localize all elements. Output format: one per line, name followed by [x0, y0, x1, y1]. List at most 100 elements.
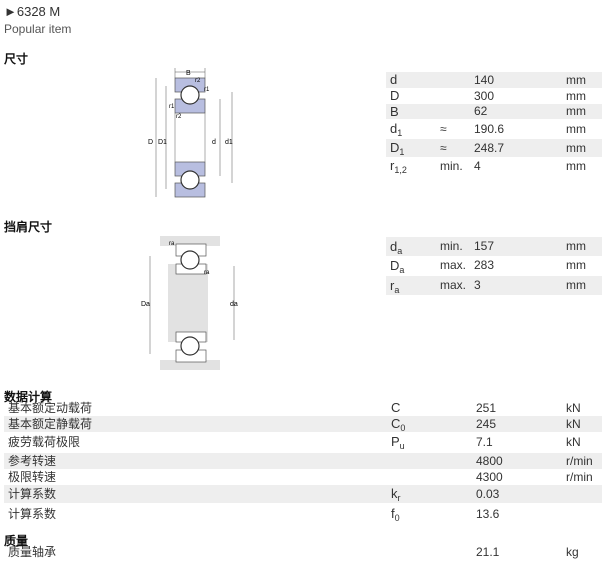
label-B: B	[186, 70, 191, 77]
symbol: D1	[390, 139, 404, 157]
dimensions-heading: 尺寸	[4, 52, 29, 66]
calc-heading: 数据计算	[4, 390, 53, 404]
symbol-base: D	[390, 140, 400, 155]
symbol-subscript: a	[399, 265, 405, 275]
label-r1-top: r1	[204, 87, 210, 93]
qualifier: max.	[440, 258, 467, 272]
qualifier: max.	[440, 278, 467, 292]
mass-heading: 质量	[4, 534, 29, 548]
dimension-row: B 62 mm	[386, 104, 602, 119]
abutment-row: da min. 157 mm	[386, 237, 602, 256]
symbol: r1,2	[390, 157, 407, 175]
unit: mm	[566, 239, 586, 253]
symbol-subscript: r	[397, 493, 401, 503]
unit: r/min	[566, 454, 593, 468]
unit: mm	[566, 104, 586, 118]
value: 7.1	[476, 435, 493, 449]
value: 62	[474, 104, 488, 118]
mass-label: 质量轴承	[8, 545, 57, 559]
calc-row: 极限转速 4300 r/min	[4, 469, 602, 485]
unit: kN	[566, 417, 581, 431]
symbol: f0	[391, 504, 400, 524]
symbol-subscript: 1	[397, 128, 403, 138]
qualifier: min.	[440, 159, 463, 173]
value: 4800	[476, 454, 503, 468]
label-d: d	[212, 139, 216, 146]
value: 4	[474, 159, 481, 173]
value: 3	[474, 278, 481, 292]
label-ra-inner: ra	[204, 270, 210, 276]
unit: mm	[566, 73, 586, 87]
symbol-subscript: a	[394, 285, 400, 295]
value: 13.6	[476, 507, 500, 521]
calc-row: 疲劳载荷极限 Pu 7.1 kN	[4, 432, 602, 452]
label-D1: D1	[158, 139, 167, 146]
unit: mm	[566, 258, 586, 272]
unit: mm	[566, 141, 586, 155]
qualifier: min.	[440, 239, 463, 253]
symbol-base: P	[391, 434, 400, 449]
unit: mm	[566, 122, 586, 136]
symbol: d	[390, 72, 397, 88]
calc-label: 计算系数	[8, 487, 57, 501]
symbol-base: D	[390, 88, 400, 103]
qualifier: ≈	[440, 141, 447, 155]
symbol-subscript: a	[397, 246, 403, 256]
ball-top	[180, 85, 200, 105]
unit: kN	[566, 401, 581, 415]
symbol-base: d	[390, 72, 398, 87]
symbol: C0	[391, 416, 406, 433]
symbol-subscript: 0	[400, 423, 406, 433]
ball-bottom	[180, 336, 200, 356]
value: 251	[476, 401, 497, 415]
calc-label: 计算系数	[8, 507, 57, 521]
symbol: Pu	[391, 432, 405, 452]
value: 157	[474, 239, 495, 253]
symbol: Da	[390, 256, 404, 275]
label-r2-top: r2	[195, 78, 201, 84]
abutment-heading: 挡肩尺寸	[4, 220, 53, 234]
symbol-base: D	[390, 258, 400, 273]
symbol-subscript: 1	[399, 147, 405, 157]
symbol-base: k	[391, 486, 398, 501]
label-ra-outer: ra	[169, 241, 175, 247]
calc-label: 极限转速	[8, 470, 57, 484]
popular-item-label: Popular item	[4, 22, 72, 36]
label-da: da	[230, 301, 238, 308]
unit: r/min	[566, 470, 593, 484]
value: 4300	[476, 470, 503, 484]
label-r1-inner: r1	[169, 104, 175, 110]
symbol: B	[390, 104, 399, 119]
symbol: ra	[390, 276, 399, 295]
symbol: D	[390, 88, 399, 104]
value: 190.6	[474, 122, 505, 136]
symbol-base: C	[391, 416, 401, 431]
symbol-base: C	[391, 400, 401, 415]
symbol: C	[391, 400, 400, 416]
value: 245	[476, 417, 497, 431]
symbol: da	[390, 237, 402, 256]
label-Da: Da	[141, 301, 150, 308]
ball-bottom	[180, 170, 200, 190]
unit: kg	[566, 545, 579, 559]
symbol-subscript: u	[399, 441, 405, 451]
calc-row: 计算系数 f0 13.6	[4, 504, 602, 524]
calc-label: 疲劳载荷极限	[8, 435, 81, 449]
ball-top	[180, 250, 200, 270]
product-title: ►6328 M	[4, 4, 61, 19]
unit: mm	[566, 278, 586, 292]
value: 300	[474, 89, 495, 103]
symbol-base: B	[390, 104, 399, 119]
symbol-base: f	[391, 506, 395, 521]
unit: kN	[566, 435, 581, 449]
